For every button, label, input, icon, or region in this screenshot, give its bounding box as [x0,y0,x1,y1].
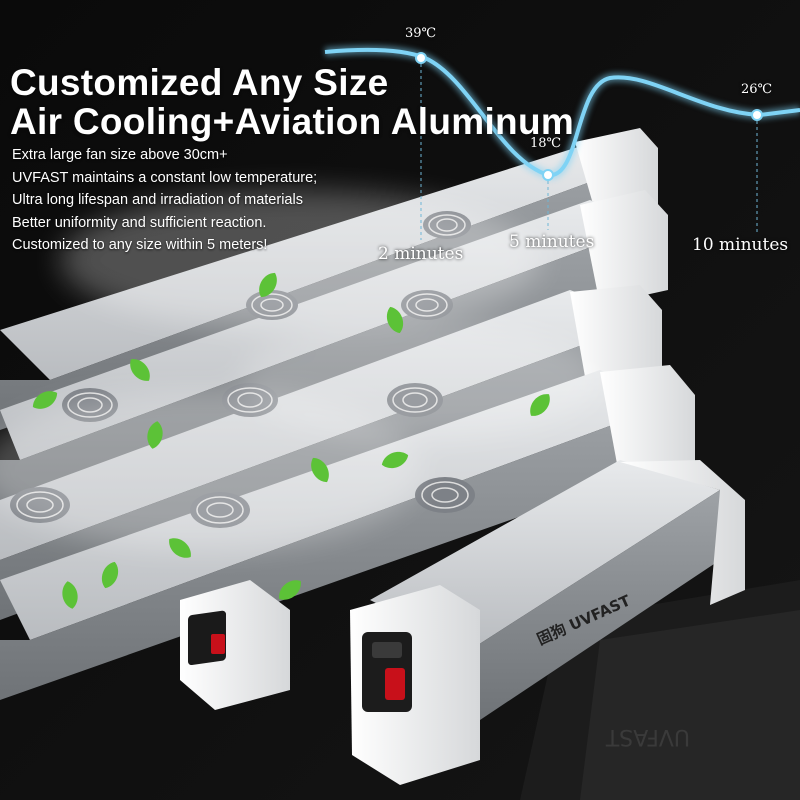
leaf-icon [130,359,150,381]
feature-item: UVFAST maintains a constant low temperat… [12,169,318,186]
temp-label: 26℃ [741,82,773,97]
feature-item: Extra large fan size above 30cm+ [12,147,228,163]
fan-icon [415,477,475,513]
temp-label: 18℃ [530,136,562,151]
leaf-icon [62,581,78,609]
time-label: 2 minutes [378,244,464,264]
power-switch [385,668,405,700]
curve-point [751,109,763,121]
leaf-icon [279,580,301,600]
leaves-decoration [32,272,550,609]
leaf-icon [311,457,329,483]
svg-text:UVFAST: UVFAST [605,724,690,749]
leaf-icon [530,394,550,416]
curve-point [542,169,554,181]
headline-line-1: Customized Any Size [10,62,389,103]
feature-list: Extra large fan size above 30cm+ UVFAST … [12,144,317,257]
leaf-icon [101,561,119,589]
leaf-icon [147,421,163,449]
temp-label: 39℃ [405,26,437,41]
leaf-icon [386,306,404,334]
leaf-icon [32,391,58,409]
feature-item: Ultra long lifespan and irradiation of m… [12,192,303,208]
time-label: 5 minutes [509,232,595,252]
temperature-curve [324,45,800,240]
time-label: 10 minutes [692,235,789,255]
air-mist [0,190,600,550]
leaf-icon [169,538,191,558]
headline-line-2: Air Cooling+Aviation Aluminum [10,101,575,142]
feature-item: Customized to any size within 5 meters! [12,237,268,253]
lamp-bar-front: 固狗 UVFAST [350,460,745,785]
leaf-icon [381,451,409,469]
feature-item: Better uniformity and sufficient reactio… [12,214,267,231]
leaf-icon [259,272,277,298]
curve-point [415,52,427,64]
